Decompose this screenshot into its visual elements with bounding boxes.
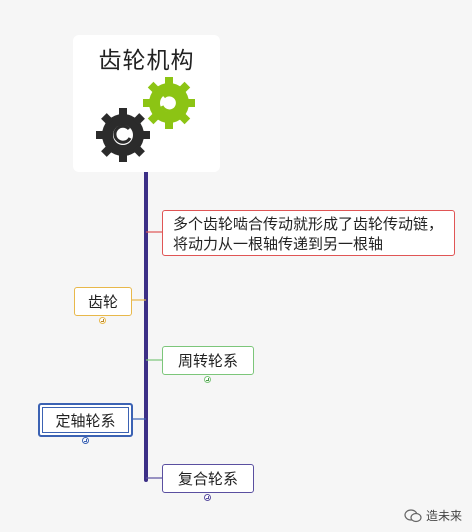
- watermark: 造未来: [404, 507, 462, 524]
- root-title: 齿轮机构: [98, 48, 195, 74]
- expand-epicyclic-button[interactable]: [204, 376, 211, 383]
- expand-compound-button[interactable]: [204, 494, 211, 501]
- watermark-text: 造未来: [425, 509, 462, 523]
- branch-description[interactable]: 多个齿轮啮合传动就形成了齿轮传动链，将动力从一根轴传递到另一根轴: [162, 210, 455, 256]
- gears-icon: [95, 73, 200, 165]
- expand-fixed-axis-button[interactable]: [82, 437, 89, 444]
- root-topic[interactable]: 齿轮机构: [73, 35, 220, 172]
- branch-epicyclic-train[interactable]: 周转轮系: [162, 346, 254, 375]
- branch-compound-train[interactable]: 复合轮系: [162, 464, 254, 493]
- branch-gear[interactable]: 齿轮: [74, 287, 132, 316]
- wechat-icon: [404, 508, 422, 522]
- expand-gear-button[interactable]: [99, 317, 106, 324]
- branch-fixed-axis-train[interactable]: 定轴轮系: [38, 403, 133, 437]
